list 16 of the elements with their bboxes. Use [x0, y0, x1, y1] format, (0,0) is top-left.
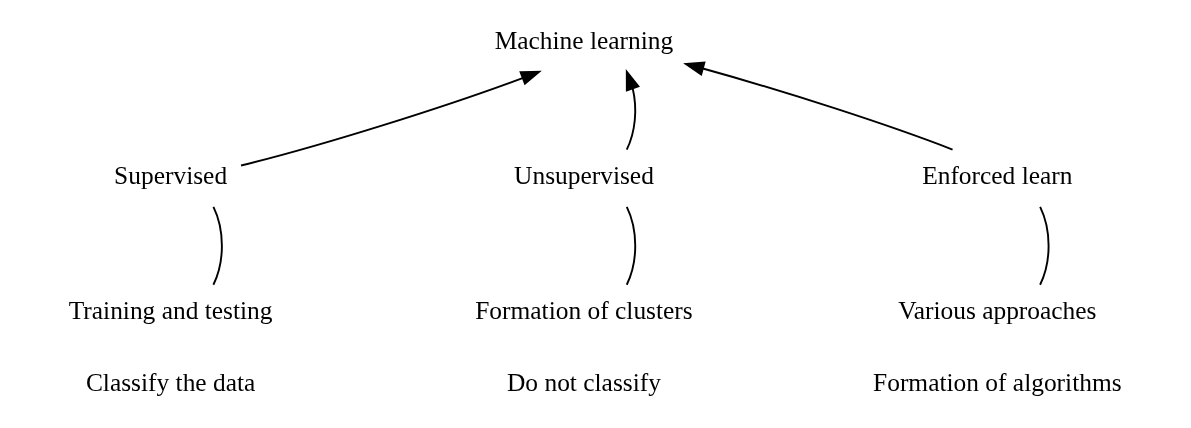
node-text: Formation of clusters — [475, 296, 693, 326]
node-text: Various approaches — [898, 296, 1097, 326]
arrow — [240, 70, 542, 167]
connector — [1039, 205, 1050, 286]
node-text: Supervised — [114, 161, 228, 191]
connector — [212, 205, 223, 286]
arrow — [625, 69, 640, 151]
node-text: Unsupervised — [514, 161, 654, 191]
arrow — [683, 61, 954, 151]
node-text: Enforced learn — [922, 161, 1073, 191]
node-text: Machine learning — [494, 26, 674, 56]
connector — [625, 205, 637, 286]
node-text: Training and testing — [68, 296, 273, 326]
node-label: Formation of algorithms — [873, 367, 1122, 397]
node-label: Classify the data — [85, 367, 256, 397]
node-label: Do not classify — [507, 367, 661, 397]
